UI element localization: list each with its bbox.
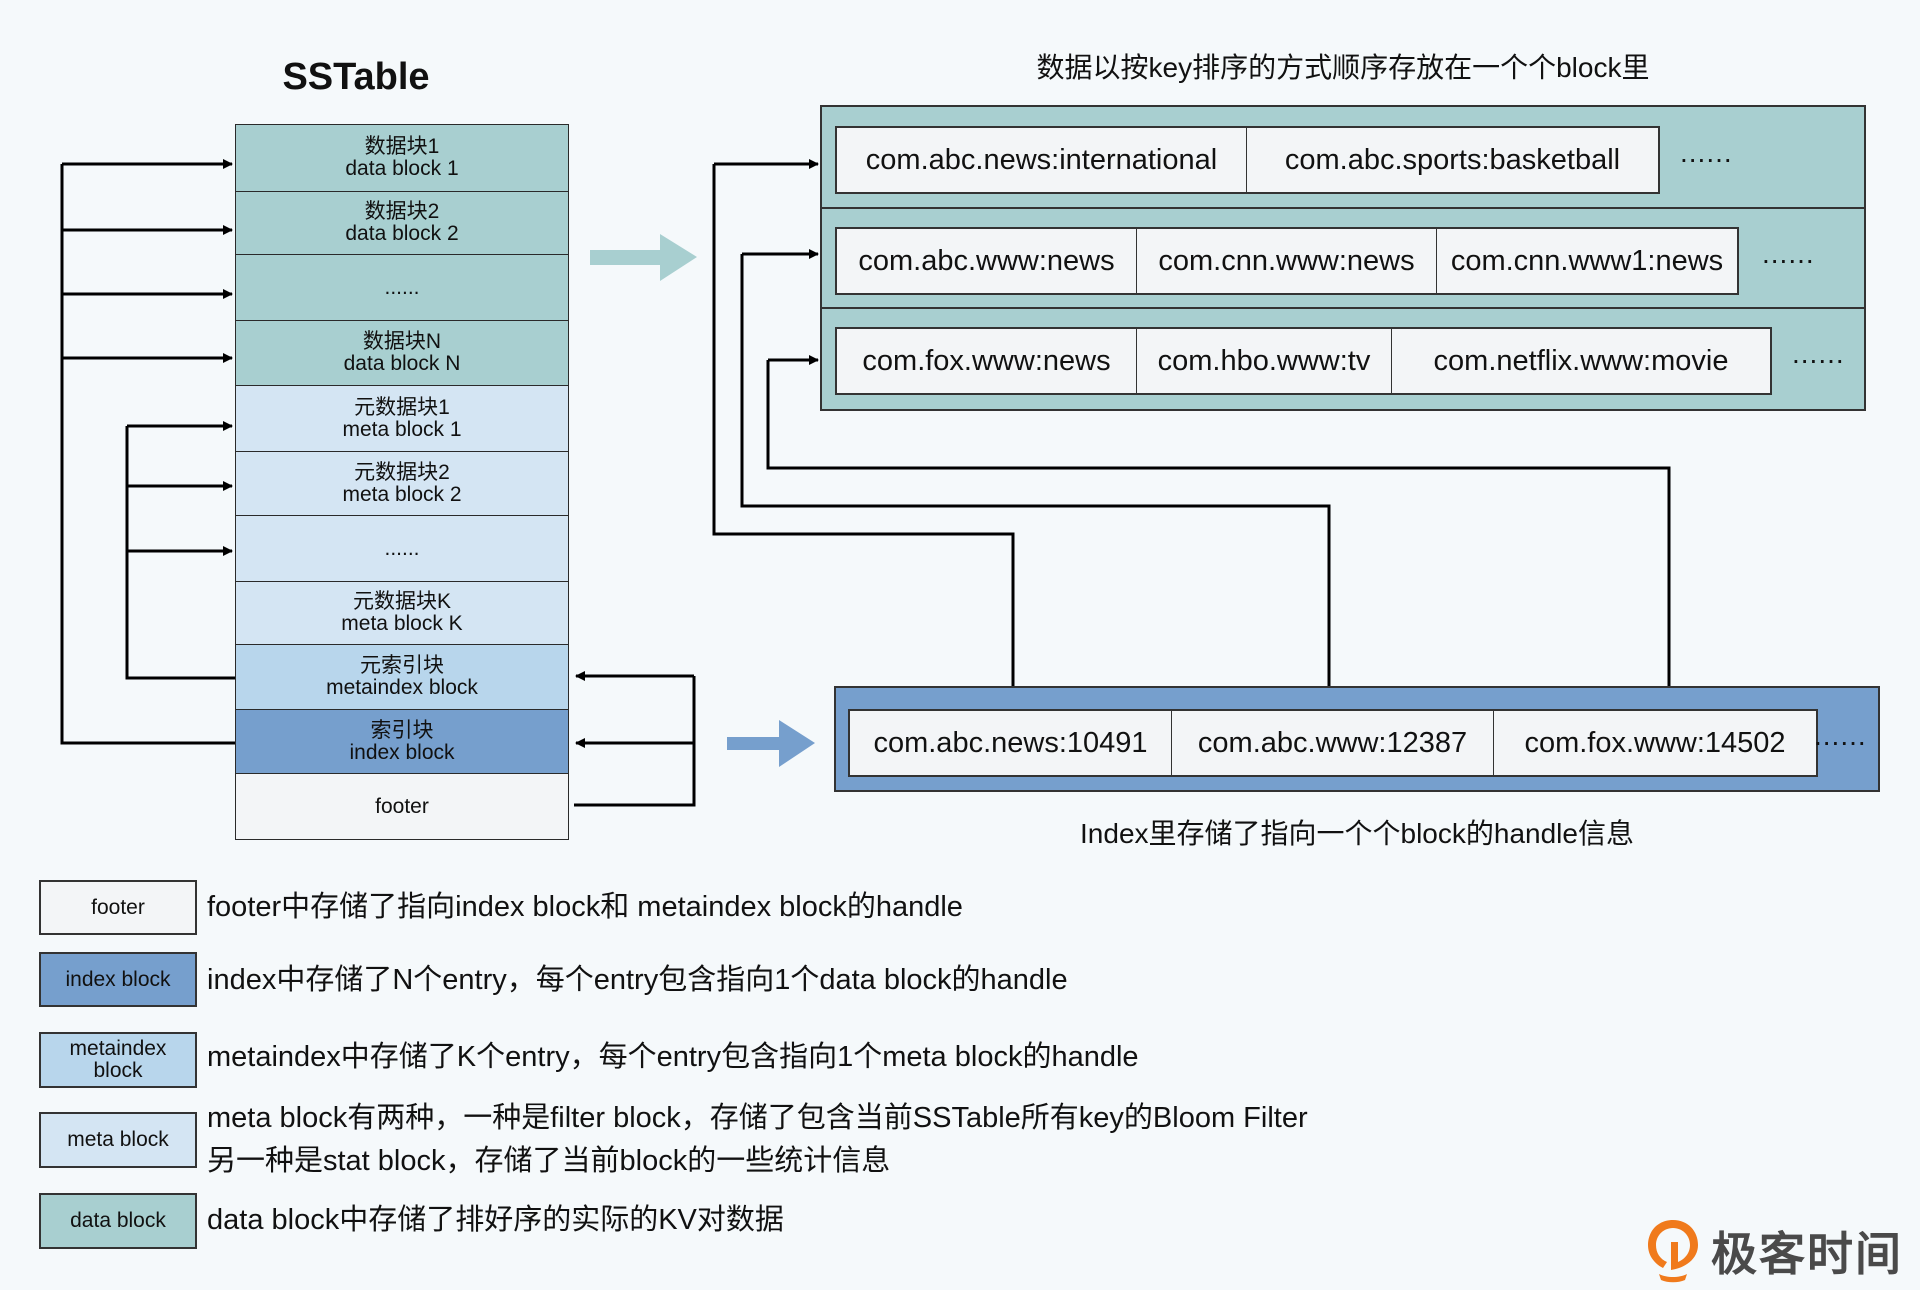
key-entry: com.fox.www:news: [837, 329, 1137, 393]
data-block-row-1[interactable]: com.abc.news:international com.abc.sport…: [835, 126, 1660, 194]
meta-block-2[interactable]: 元数据块2 meta block 2: [235, 451, 569, 516]
legend-text-data: data block中存储了排好序的实际的KV对数据: [207, 1204, 784, 1236]
data-block-row-2[interactable]: com.abc.www:news com.cnn.www:news com.cn…: [835, 227, 1739, 295]
legend-text-metaindex: metaindex中存储了K个entry，每个entry包含指向1个meta b…: [207, 1041, 1139, 1073]
index-to-data-block-arrows: [60, 159, 235, 745]
index-entry: com.abc.news:10491: [850, 711, 1172, 775]
block-en-label: meta block 2: [342, 482, 462, 506]
block-en-label: meta block 1: [342, 417, 462, 441]
block-en-label: data block 1: [345, 157, 459, 180]
legend-text-meta: meta block有两种，一种是filter block，存储了包含当前SST…: [207, 1102, 1308, 1134]
block-cn-label: 元数据块K: [352, 590, 451, 613]
legend-text-index: index中存储了N个entry，每个entry包含指向1个data block…: [207, 964, 1068, 996]
key-entry: com.abc.sports:basketball: [1284, 143, 1621, 176]
metaindex-to-meta-block-arrows: [125, 421, 235, 680]
data-block-2[interactable]: 数据块2 data block 2: [235, 191, 569, 255]
meta-block-ellipsis[interactable]: ......: [235, 515, 569, 582]
key-entry: com.abc.news:international: [837, 128, 1247, 192]
index-entry-pointers: [712, 159, 1671, 710]
legend-swatch-meta: meta block: [39, 1112, 197, 1168]
footer-block[interactable]: footer: [235, 773, 569, 840]
data-block-1[interactable]: 数据块1 data block 1: [235, 124, 569, 192]
block-en-label: footer: [375, 794, 429, 818]
legend-text-meta-line2: 另一种是stat block，存储了当前block的一些统计信息: [207, 1145, 891, 1177]
key-entry: com.abc.www:news: [837, 229, 1137, 293]
index-entry: com.abc.www:12387: [1172, 711, 1494, 775]
geektime-logo: 极客时间: [1645, 1218, 1903, 1284]
block-en-label: data block 2: [345, 222, 459, 245]
index-entries-row[interactable]: com.abc.news:10491 com.abc.www:12387 com…: [848, 709, 1818, 777]
data-panel-caption: 数据以按key排序的方式顺序存放在一个个block里: [1036, 52, 1650, 83]
block-cn-label: 元索引块: [360, 654, 444, 677]
legend-swatch-index: index block: [39, 952, 197, 1007]
key-entry: com.cnn.www:news: [1137, 229, 1437, 293]
key-entry: com.netflix.www:movie: [1433, 344, 1729, 377]
more-ellipsis: ......: [1762, 238, 1815, 269]
meta-block-k[interactable]: 元数据块K meta block K: [235, 581, 569, 645]
legend-swatch-metaindex: metaindex block: [39, 1032, 197, 1088]
row-divider: [822, 207, 1864, 209]
index-block-panel: com.abc.news:10491 com.abc.www:12387 com…: [834, 686, 1880, 792]
data-block-panel: com.abc.news:international com.abc.sport…: [820, 105, 1866, 411]
block-cn-label: 数据块1: [364, 135, 440, 158]
block-en-label: meta block K: [341, 612, 463, 635]
index-block[interactable]: 索引块 index block: [235, 709, 569, 774]
meta-block-1[interactable]: 元数据块1 meta block 1: [235, 385, 569, 452]
legend-text-footer: footer中存储了指向index block和 metaindex block…: [207, 891, 963, 923]
legend-swatch-data: data block: [39, 1193, 197, 1249]
footer-handle-arrows: [574, 671, 696, 807]
metaindex-block[interactable]: 元索引块 metaindex block: [235, 644, 569, 710]
data-block-row-3[interactable]: com.fox.www:news com.hbo.www:tv com.netf…: [835, 327, 1772, 395]
block-cn-label: 数据块N: [362, 330, 442, 353]
more-ellipsis: ......: [1814, 720, 1867, 751]
block-cn-label: 数据块2: [364, 200, 440, 223]
logo-text: 极客时间: [1711, 1228, 1903, 1280]
block-en-label: data block N: [343, 352, 461, 375]
geektime-logo-icon: [1648, 1220, 1698, 1283]
index-entry: com.fox.www:14502: [1524, 726, 1786, 759]
more-ellipsis: ......: [1680, 137, 1733, 168]
data-flow-arrow-icon: [590, 234, 697, 281]
block-en-label: metaindex block: [326, 676, 478, 699]
index-flow-arrow-icon: [727, 720, 815, 767]
block-en-label: index block: [349, 740, 455, 764]
index-panel-caption: Index里存储了指向一个个block的handle信息: [1080, 818, 1634, 849]
block-cn-label: 索引块: [370, 718, 434, 742]
block-cn-label: 元数据块1: [354, 395, 450, 419]
legend-swatch-footer: footer: [39, 880, 197, 935]
more-ellipsis: ......: [1792, 338, 1845, 369]
sstable-title: SSTable: [282, 56, 430, 98]
block-en-label: ......: [384, 536, 420, 560]
key-entry: com.hbo.www:tv: [1137, 329, 1392, 393]
block-en-label: ......: [384, 275, 420, 299]
data-block-n[interactable]: 数据块N data block N: [235, 320, 569, 386]
block-cn-label: 元数据块2: [354, 460, 450, 484]
key-entry: com.cnn.www1:news: [1450, 244, 1724, 277]
row-divider: [822, 307, 1864, 309]
data-block-ellipsis[interactable]: ......: [235, 254, 569, 321]
